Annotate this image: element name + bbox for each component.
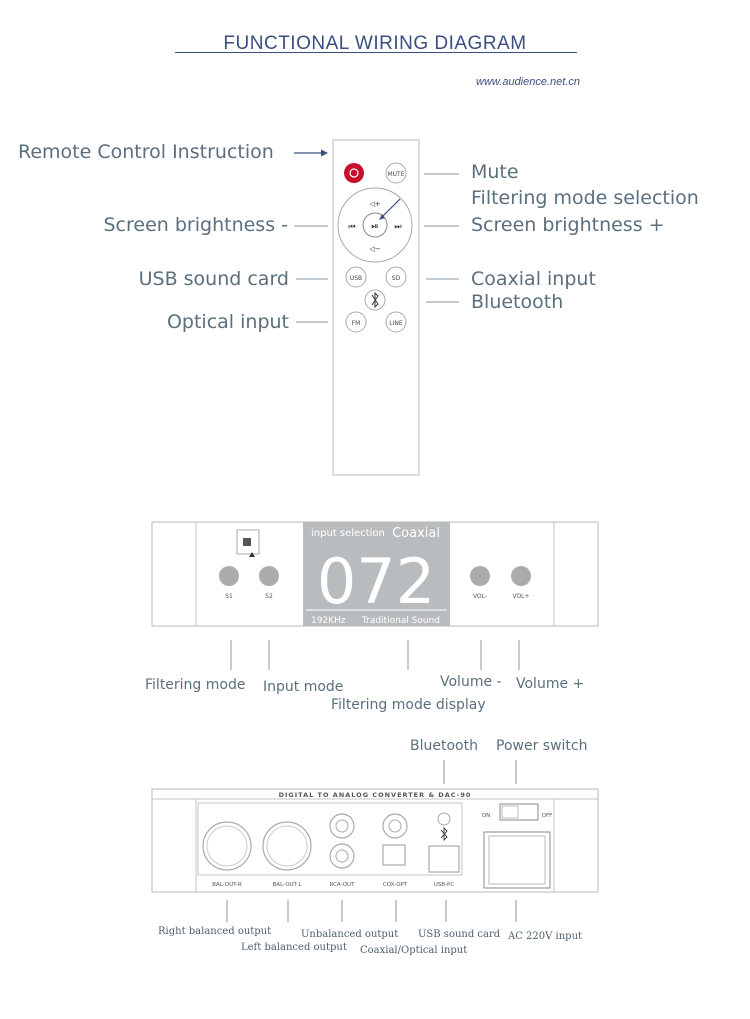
label-mute: Mute xyxy=(471,161,519,183)
label-input-mode: Input mode xyxy=(263,679,344,695)
ac-socket xyxy=(483,831,551,889)
label-usb-sound-card-rear: USB sound card xyxy=(418,929,501,940)
xlr-left-connector xyxy=(262,821,312,871)
remote-heading: Remote Control Instruction xyxy=(18,141,274,163)
remote-fm-button xyxy=(345,311,367,333)
power-icon xyxy=(349,168,359,178)
port-label-bal-out-l: BAL-OUT-L xyxy=(273,882,303,888)
knob-vol-plus xyxy=(511,566,531,586)
knob-vol-minus-label: VOL- xyxy=(473,593,487,600)
usb-connector xyxy=(428,845,460,873)
coax-connector xyxy=(382,813,408,839)
title-underline xyxy=(175,52,577,53)
bluetooth-antenna xyxy=(437,812,451,826)
label-rear-bluetooth: Bluetooth xyxy=(410,738,478,754)
remote-usb-button xyxy=(345,266,367,288)
knob-vol-minus xyxy=(470,566,490,586)
rear-top-text: DIGITAL TO ANALOG CONVERTER & DAC-90 xyxy=(279,791,472,799)
ir-indicator xyxy=(249,552,255,557)
switch-off-label: OFF xyxy=(542,813,553,819)
prev-icon: ⏮ xyxy=(348,222,355,231)
remote-mute-button xyxy=(385,162,407,184)
remote-power-button xyxy=(344,163,364,183)
rca-bottom-connector xyxy=(329,843,355,869)
label-filtering-mode: Filtering mode xyxy=(145,677,246,693)
label-filtering-mode-display: Filtering mode display xyxy=(331,697,486,713)
sd-button-text: SD xyxy=(392,275,401,282)
label-usb-sound-card: USB sound card xyxy=(138,268,289,290)
remote-line-button xyxy=(385,311,407,333)
knob-s2-label: S2 xyxy=(265,593,273,600)
label-optical-input: Optical input xyxy=(166,311,289,333)
label-coaxial-optical-input: Coaxial/Optical input xyxy=(360,945,468,956)
label-brightness-plus: Screen brightness + xyxy=(471,214,665,236)
display-screen xyxy=(303,522,450,626)
port-label-usb-pc: USB-PC xyxy=(434,882,455,888)
screen-mode: Coaxial xyxy=(392,526,440,541)
screen-rate: 192KHz xyxy=(311,616,346,626)
fm-button-text: FM xyxy=(352,320,361,327)
remote-sd-button xyxy=(385,266,407,288)
knob-s1-label: S1 xyxy=(225,593,233,600)
front-panel-diagram: S1 S2 VOL- VOL+ input selection Coaxial … xyxy=(151,521,599,670)
screen-filter: Traditional Sound xyxy=(361,616,440,626)
play-icon: ⏯ xyxy=(371,222,378,232)
rca-top-connector xyxy=(329,813,355,839)
label-ac-input: AC 220V input xyxy=(508,931,583,942)
knob-vol-plus-label: VOL+ xyxy=(512,593,529,600)
knob-s2 xyxy=(259,566,279,586)
heading-arrowhead xyxy=(321,149,328,157)
page-title: FUNCTIONAL WIRING DIAGRAM xyxy=(223,33,527,54)
label-brightness-minus: Screen brightness - xyxy=(103,214,289,236)
knob-s1 xyxy=(219,566,239,586)
vol-down-icon: ◁− xyxy=(369,245,380,253)
label-left-balanced-output: Left balanced output xyxy=(241,942,347,953)
label-filtering-mode-selection: Filtering mode selection xyxy=(471,187,699,209)
label-unbalanced-output: Unbalanced output xyxy=(301,929,399,940)
xlr-right-connector xyxy=(202,821,252,871)
optical-connector xyxy=(382,844,406,866)
switch-on-label: ON xyxy=(482,813,490,819)
bluetooth-icon xyxy=(371,291,379,309)
label-power-switch: Power switch xyxy=(496,738,588,754)
label-coaxial-input: Coaxial input xyxy=(471,268,596,290)
port-label-rca-out: RCA-OUT xyxy=(330,882,356,888)
line-button-text: LINE xyxy=(389,320,403,327)
label-right-balanced-output: Right balanced output xyxy=(158,926,272,937)
rear-bluetooth-icon xyxy=(440,826,448,842)
label-bluetooth: Bluetooth xyxy=(471,291,564,313)
label-volume-minus: Volume - xyxy=(440,674,502,690)
vol-up-icon: ◁+ xyxy=(369,200,380,208)
port-label-cox-opt: COX-OPT xyxy=(383,882,408,888)
port-label-bal-out-r: BAL-OUT-R xyxy=(212,882,242,888)
usb-button-text: USB xyxy=(350,275,362,282)
next-icon: ⏭ xyxy=(394,222,401,231)
screen-number: 072 xyxy=(317,545,435,618)
label-volume-plus: Volume + xyxy=(516,676,585,692)
mute-button-text: MUTE xyxy=(387,171,404,178)
website-text: www.audience.net.cn xyxy=(476,76,580,88)
ir-sensor xyxy=(243,538,251,546)
screen-header: input selection xyxy=(311,528,385,539)
filter-select-arrowhead xyxy=(379,214,385,220)
rear-panel-diagram: DIGITAL TO ANALOG CONVERTER & DAC-90 BAL… xyxy=(151,760,599,922)
remote-diagram: MUTE ⏯ ◁+ ◁− ⏮ ⏭ USB SD FM LINE xyxy=(294,139,459,476)
filter-select-arrow xyxy=(380,198,401,219)
